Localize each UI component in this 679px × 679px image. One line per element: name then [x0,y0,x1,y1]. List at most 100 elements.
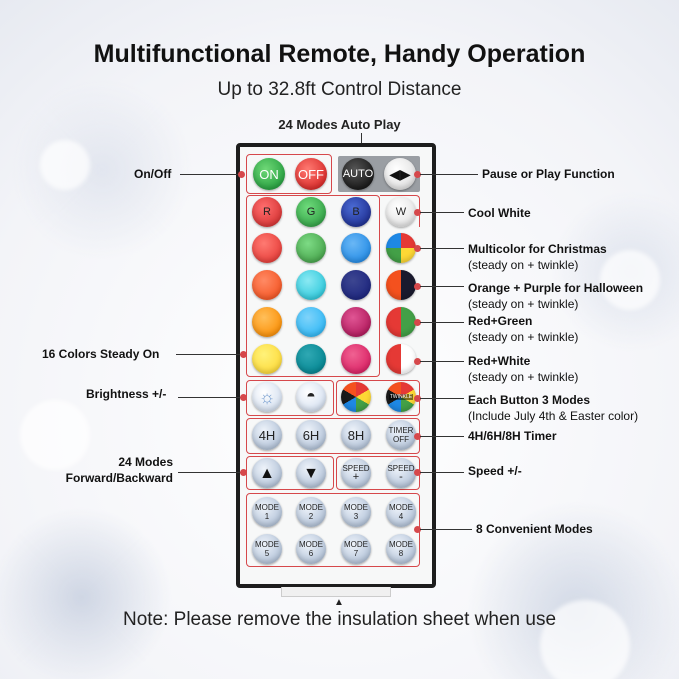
speed-up-label-1: SPEED [342,464,370,473]
connector-dot [238,171,245,178]
mode-number: 8 [398,549,404,558]
auto-play-label: 24 Modes Auto Play [278,117,401,132]
color-button[interactable] [296,307,326,337]
red-white-button[interactable] [386,344,416,374]
note-text: Note: Please remove the insulation sheet… [122,609,557,630]
page-title: Multifunctional Remote, Handy Operation [93,40,586,68]
speed-down-label-2: - [399,471,403,483]
color-button[interactable] [341,270,371,300]
connector-dot [414,245,421,252]
color-button[interactable] [296,233,326,263]
convenient-modes-label: 8 Convenient Modes [476,522,593,536]
mode-number: 7 [353,549,359,558]
speed-up-label-2: + [352,471,360,483]
on-button[interactable]: ON [253,158,285,190]
connector-dot [414,469,421,476]
brightness-down-button[interactable]: ◓ [296,382,326,412]
mode-word: MODE [389,540,413,549]
colors-group [246,195,380,377]
speed-down-button[interactable]: SPEED - [386,458,416,488]
twinkle-mode-button[interactable]: TWINKLE [386,382,416,412]
triangle-up-icon: ▲ [259,464,275,482]
connector-line [420,212,464,213]
christmas-button[interactable] [386,233,416,263]
play-pause-button[interactable]: ◀▶ [384,158,416,190]
speed-down-label-1: SPEED [387,464,415,473]
bokeh-light [540,600,630,679]
halloween-button[interactable] [386,270,416,300]
three-modes-label: Each Button 3 Modes(Include July 4th & E… [468,393,639,423]
off-button[interactable]: OFF [295,158,327,190]
color-button[interactable] [252,344,282,374]
bokeh-light [40,140,90,190]
color-button[interactable] [252,233,282,263]
backward-button[interactable]: ▲ [252,458,282,488]
connector-dot [240,394,247,401]
mode-word: MODE [344,540,368,549]
timer-off-label-2: OFF [393,435,409,444]
mode-number: 6 [308,549,314,558]
timer-off-label-1: TIMER [388,426,414,435]
halloween-label: Orange + Purple for Halloween(steady on … [468,281,644,311]
mode-number: 3 [353,512,359,521]
color-button[interactable] [341,307,371,337]
color-button[interactable] [296,270,326,300]
connector-line [420,361,464,362]
sun-icon: ☼ [258,386,276,407]
half-sun-icon: ◓ [306,388,316,405]
connector-line [420,286,464,287]
colors-steady-label: 16 Colors Steady On [42,347,160,361]
red-green-button[interactable] [386,307,416,337]
color-button[interactable] [296,344,326,374]
connector-line [178,472,242,473]
mode-word: MODE [255,540,279,549]
mode-word: MODE [344,503,368,512]
cool-white-label: Cool White [468,206,531,220]
timer-6h-button[interactable]: 6H [296,420,326,450]
r-button[interactable]: R [252,197,282,227]
mode-word: MODE [299,540,323,549]
color-button[interactable] [252,307,282,337]
connector-line [178,397,242,398]
multicolor-mode-button[interactable] [341,382,371,412]
twinkle-label: TWINKLE [388,394,414,400]
bokeh-light [600,250,660,310]
brightness-label: Brightness +/- [86,387,167,401]
mode-word: MODE [255,503,279,512]
mode-word: MODE [299,503,323,512]
timer-4h-label: 4H [258,427,276,443]
color-button[interactable] [341,344,371,374]
brightness-up-button[interactable]: ☼ [252,382,282,412]
w-button[interactable]: W [386,197,416,227]
connector-line [420,398,464,399]
b-button[interactable]: B [341,197,371,227]
connector-dot [240,469,247,476]
timer-8h-label: 8H [347,427,365,443]
connector-dot [414,395,421,402]
forward-button[interactable]: ▼ [296,458,326,488]
timer-off-button[interactable]: TIMER OFF [386,420,416,450]
timer-8h-button[interactable]: 8H [341,420,371,450]
connector-dot [240,351,247,358]
speed-up-button[interactable]: SPEED + [341,458,371,488]
connector-dot [414,526,421,533]
connector-line [420,248,464,249]
off-button-label: OFF [298,166,324,182]
color-button[interactable] [252,270,282,300]
auto-button[interactable]: AUTO [342,158,374,190]
g-button[interactable]: G [296,197,326,227]
timer-4h-button[interactable]: 4H [252,420,282,450]
connector-dot [414,209,421,216]
connector-dot [414,171,421,178]
bokeh-light [20,400,90,470]
on-off-group [246,154,332,194]
color-button[interactable] [341,233,371,263]
